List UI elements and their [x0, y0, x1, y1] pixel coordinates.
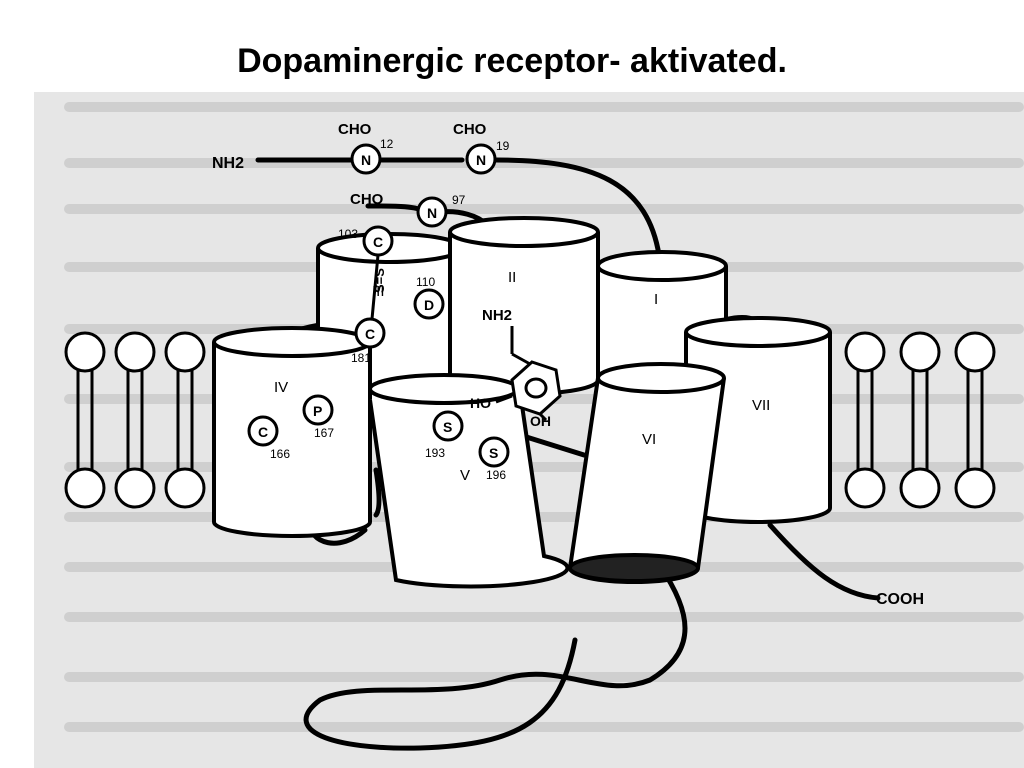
n-label-19: N: [476, 152, 486, 168]
ligand-hydroxyl-top: HO: [470, 395, 491, 411]
pos-label-97: 97: [452, 193, 466, 207]
helix-label-iii: III: [372, 283, 385, 300]
helix-v: [368, 373, 570, 589]
slide-title: Dopaminergic receptor- aktivated.: [237, 42, 787, 80]
helix-label-v: V: [460, 467, 470, 484]
dopamine-ligand: [495, 326, 562, 422]
disulfide-bond: [370, 254, 380, 320]
membrane-left: [64, 331, 206, 509]
residue-c166-letter: C: [258, 424, 268, 440]
residue-circles: [247, 225, 510, 468]
residue-c103-position: 103: [338, 227, 358, 241]
ligand-hydroxyl-bottom: OH: [530, 413, 551, 429]
residue-d110-position: 110: [416, 275, 435, 289]
pos-label-12: 12: [380, 137, 394, 151]
residue-s193-letter: S: [443, 419, 452, 435]
residue-p167-position: 167: [314, 426, 334, 440]
n-label-12: N: [361, 152, 371, 168]
residue-s196-position: 196: [486, 468, 506, 482]
residue-c181-position: 181: [351, 351, 371, 365]
helix-label-vii: VII: [752, 397, 770, 414]
helix-iv: [212, 326, 372, 538]
residue-s193-position: 193: [425, 446, 445, 460]
residue-c103-letter: C: [373, 234, 383, 250]
c-terminus-label: COOH: [876, 591, 924, 608]
cho-label-97: CHO: [350, 191, 384, 208]
helix-label-vi: VI: [642, 431, 656, 448]
membrane-right: [844, 331, 996, 509]
residue-d110-letter: D: [424, 297, 434, 313]
helix-vi: [567, 362, 726, 584]
helix-label-iv: IV: [274, 379, 288, 396]
residue-p167-letter: P: [313, 403, 322, 419]
n-label-97: N: [427, 205, 437, 221]
helix-ii: [448, 216, 600, 396]
disulfide-label: S=S: [372, 268, 387, 293]
residue-c166-position: 166: [270, 447, 290, 461]
residue-c181-letter: C: [365, 326, 375, 342]
helix-label-ii: II: [508, 269, 516, 286]
glycosylation-sites: [350, 143, 497, 228]
cho-label-19: CHO: [453, 121, 487, 138]
pos-label-19: 19: [496, 139, 510, 153]
ligand-amine-label: NH2: [482, 307, 512, 324]
helix-label-i: I: [654, 291, 658, 308]
n-terminus-label: NH2: [212, 155, 244, 172]
cho-label-12: CHO: [338, 121, 372, 138]
residue-s196-letter: S: [489, 445, 498, 461]
